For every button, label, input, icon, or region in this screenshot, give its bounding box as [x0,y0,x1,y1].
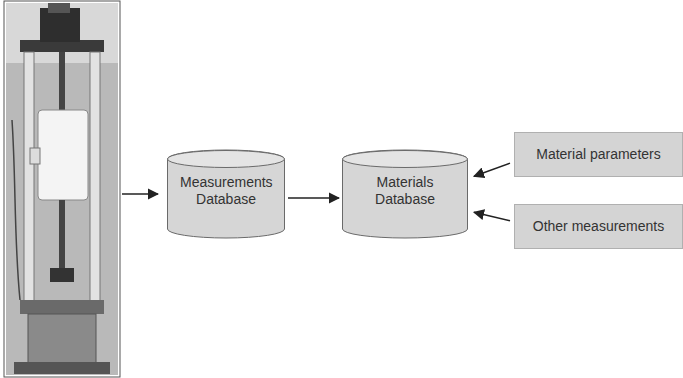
machine-column [90,52,100,312]
arrow-connector [288,197,339,198]
machine-foot [14,362,110,374]
database-cylinder: Measurements Database [167,150,285,238]
machine-base [28,314,96,364]
machine-rod [59,200,65,270]
machine-cable [12,120,20,300]
cylinder-top [168,151,285,168]
photo-frame [4,1,120,377]
arrow-connector [474,212,510,221]
photo-background [6,3,118,375]
database-cylinder: Materials Database [342,150,468,238]
machine-top [40,8,80,42]
photo-arrow [122,193,158,194]
cylinder-body [343,150,468,238]
input-box: Material parameters [514,132,683,177]
cylinder-top [343,151,468,168]
cylinder-body [168,150,285,238]
node-text: Measurements Database [180,174,272,208]
machine-grip [50,268,74,282]
input-box: Other measurements [514,204,683,249]
machine-label [30,148,40,164]
node-text: Materials Database [359,174,451,208]
node-text: Other measurements [533,218,665,235]
machine-furnace [38,110,88,200]
machine-column [24,52,34,312]
node-text: Material parameters [536,146,661,163]
machine-cap [48,3,70,13]
arrow-connector [474,163,510,176]
machine-table [20,300,104,314]
machine-rod [59,52,65,112]
